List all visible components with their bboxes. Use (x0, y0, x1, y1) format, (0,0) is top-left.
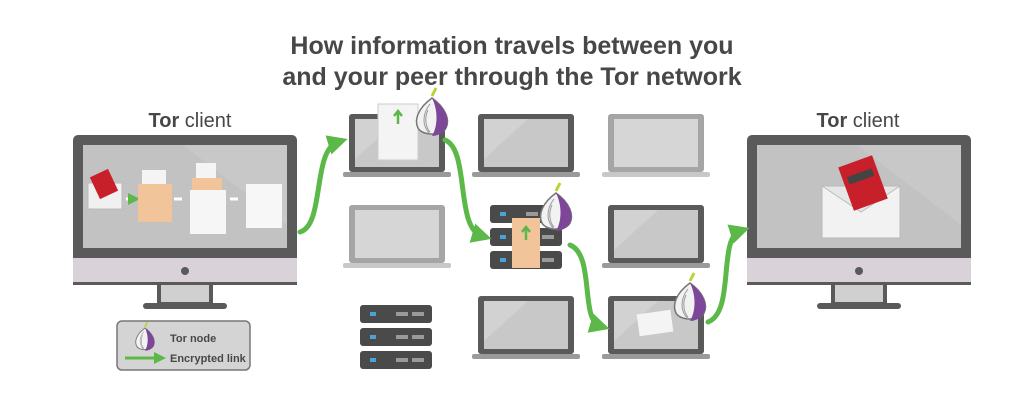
tor-node-onion-icon (415, 86, 449, 138)
link-1 (297, 135, 348, 235)
link-4 (705, 224, 750, 325)
received-letter-icon (820, 155, 902, 239)
link-2 (442, 137, 492, 243)
left-client-bold: Tor (149, 110, 180, 132)
legend-encrypted-link: Encrypted link (170, 353, 247, 365)
layer1-envelope-icon (138, 170, 172, 222)
legend-tor-node: Tor node (170, 333, 216, 345)
laptop-3 (602, 114, 710, 177)
encrypted-links (297, 135, 750, 333)
left-client-rest: client (179, 110, 232, 132)
laptop-4 (343, 205, 451, 268)
title-line-2: and your peer through the Tor network (282, 63, 741, 91)
packet-envelope-icon (512, 218, 540, 268)
laptop-2 (472, 114, 580, 177)
packet-envelope-icon (636, 309, 674, 337)
server-idle (360, 305, 432, 369)
laptop-5 (602, 205, 710, 268)
packet-envelope-icon (377, 103, 419, 161)
legend: Tor node Encrypted link (116, 320, 251, 371)
tor-node-onion-icon (539, 181, 573, 233)
layer2-envelope-icon (190, 163, 226, 234)
right-client-bold: Tor (817, 110, 848, 132)
title-line-1: How information travels between you (290, 32, 733, 60)
right-client-label: Tor client (817, 110, 900, 132)
encryption-steps (87, 163, 282, 234)
tor-node-onion-icon (673, 271, 707, 323)
letter-envelope-icon (87, 168, 123, 210)
right-client-rest: client (847, 110, 900, 132)
laptop-6 (472, 296, 580, 359)
left-client-label: Tor client (149, 110, 232, 132)
sealed-envelope-icon (246, 184, 282, 228)
link-3 (567, 242, 610, 333)
